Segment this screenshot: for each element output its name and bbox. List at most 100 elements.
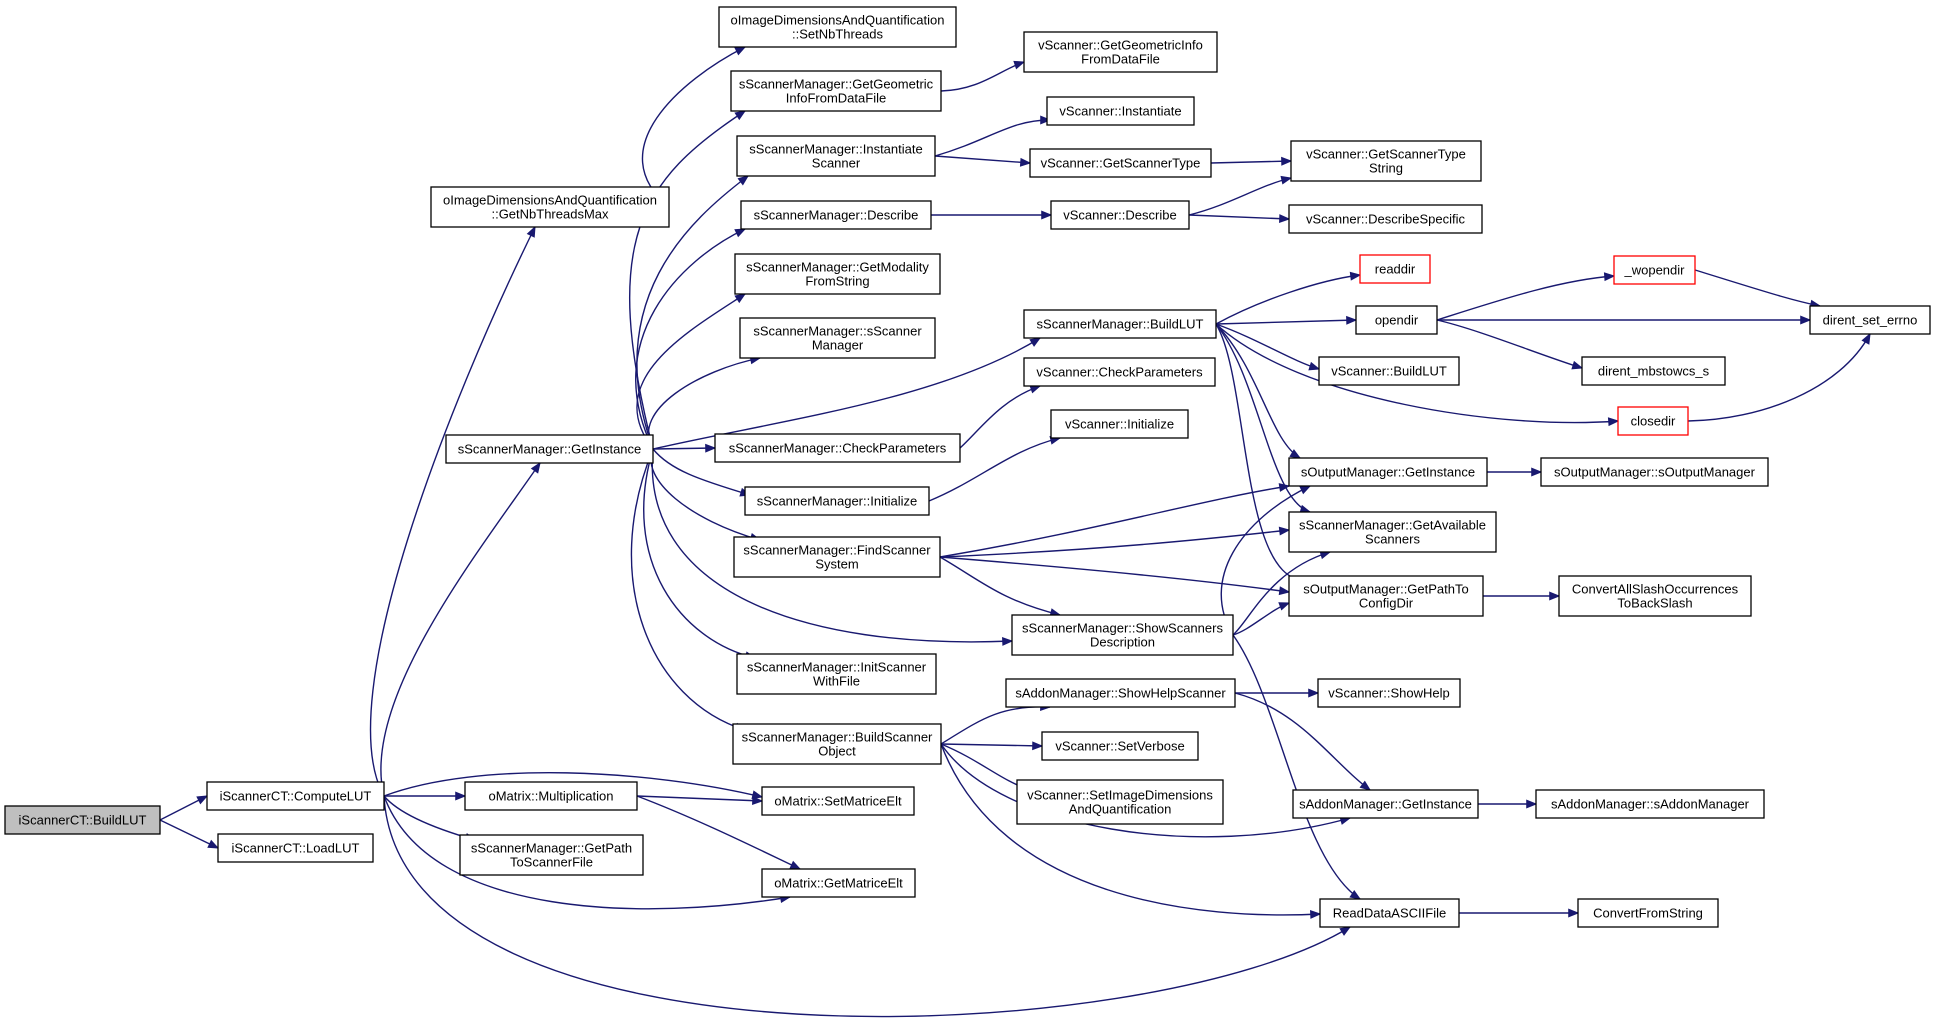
call-edge bbox=[1234, 692, 1371, 791]
call-edge bbox=[1215, 319, 1357, 325]
node-box bbox=[736, 653, 937, 695]
node-label: vScanner::GetScannerType bbox=[1041, 156, 1201, 171]
node-closedir[interactable]: closedir bbox=[1617, 406, 1689, 436]
node-wopendir[interactable]: _wopendir bbox=[1613, 255, 1696, 285]
node-sm-buildlut[interactable]: sScannerManager::BuildLUT bbox=[1023, 309, 1217, 339]
node-vs-buildlut[interactable]: vScanner::BuildLUT bbox=[1318, 356, 1460, 386]
arrowhead bbox=[1349, 889, 1362, 900]
arrowhead bbox=[1289, 449, 1302, 459]
node-sm-ctor[interactable]: sScannerManager::sScannerManager bbox=[739, 317, 936, 359]
node-label: Manager bbox=[812, 338, 864, 353]
node-sm-initialize[interactable]: sScannerManager::Initialize bbox=[744, 486, 930, 516]
call-edge bbox=[1694, 269, 1821, 307]
arrowhead bbox=[789, 860, 802, 870]
node-box bbox=[1288, 204, 1483, 234]
node-box bbox=[1288, 457, 1488, 487]
node-vs-initialize[interactable]: vScanner::Initialize bbox=[1050, 409, 1189, 439]
arrowhead bbox=[1278, 526, 1291, 536]
node-box bbox=[1355, 305, 1438, 335]
node-om-getinstance[interactable]: sOutputManager::GetInstance bbox=[1288, 457, 1488, 487]
node-vs-setverbose[interactable]: vScanner::SetVerbose bbox=[1041, 731, 1199, 761]
node-buildlut-ct[interactable]: iScannerCT::BuildLUT bbox=[4, 805, 161, 835]
node-om-set[interactable]: oMatrix::SetMatriceElt bbox=[761, 786, 915, 816]
node-am-ctor[interactable]: sAddonManager::sAddonManager bbox=[1535, 789, 1765, 819]
node-label: Description bbox=[1090, 635, 1155, 650]
node-label: sOutputManager::GetPathTo bbox=[1303, 582, 1468, 597]
node-box bbox=[1617, 406, 1689, 436]
node-loadlut[interactable]: iScannerCT::LoadLUT bbox=[217, 833, 374, 863]
node-am-showhelp[interactable]: sAddonManager::ShowHelpScanner bbox=[1005, 678, 1236, 708]
node-om-mult[interactable]: oMatrix::Multiplication bbox=[464, 781, 638, 811]
call-edge bbox=[940, 743, 1351, 838]
node-label: sAddonManager::sAddonManager bbox=[1551, 797, 1750, 812]
node-box bbox=[430, 186, 670, 228]
node-computelut[interactable]: iScannerCT::ComputeLUT bbox=[206, 781, 385, 811]
node-om-ctor[interactable]: sOutputManager::sOutputManager bbox=[1540, 457, 1769, 487]
call-edge bbox=[940, 706, 1051, 745]
node-label: ReadDataASCIIFile bbox=[1333, 906, 1446, 921]
node-label: sScannerManager::Describe bbox=[754, 208, 919, 223]
node-dirent-errno[interactable]: dirent_set_errno bbox=[1809, 305, 1931, 335]
node-setnbthreads[interactable]: oImageDimensionsAndQuantification::SetNb… bbox=[718, 6, 957, 48]
node-sm-describe[interactable]: sScannerManager::Describe bbox=[740, 200, 932, 230]
node-box bbox=[459, 834, 644, 876]
node-sm-checkparams[interactable]: sScannerManager::CheckParameters bbox=[714, 433, 961, 463]
arrowhead bbox=[1279, 214, 1291, 224]
node-label: AndQuantification bbox=[1069, 802, 1172, 817]
node-box bbox=[217, 833, 374, 863]
node-vs-descspecific[interactable]: vScanner::DescribeSpecific bbox=[1288, 204, 1483, 234]
arrowhead bbox=[734, 46, 747, 56]
node-vs-setimgdims[interactable]: vScanner::SetImageDimensionsAndQuantific… bbox=[1016, 779, 1224, 825]
node-dirent-mbs[interactable]: dirent_mbstowcs_s bbox=[1581, 356, 1726, 386]
call-edges bbox=[159, 46, 1871, 1018]
call-edge bbox=[939, 529, 1290, 558]
node-vs-showhelp[interactable]: vScanner::ShowHelp bbox=[1317, 678, 1461, 708]
node-vs-instantiate[interactable]: vScanner::Instantiate bbox=[1046, 96, 1195, 126]
call-edge bbox=[939, 556, 1061, 616]
node-getnbthreadsmax[interactable]: oImageDimensionsAndQuantification::GetNb… bbox=[430, 186, 670, 228]
node-label: dirent_set_errno bbox=[1823, 313, 1918, 328]
call-edge bbox=[959, 385, 1041, 449]
node-om-get[interactable]: oMatrix::GetMatriceElt bbox=[761, 868, 916, 898]
node-am-getinstance[interactable]: sAddonManager::GetInstance bbox=[1292, 789, 1479, 819]
node-box bbox=[1292, 789, 1479, 819]
node-vs-describe[interactable]: vScanner::Describe bbox=[1050, 200, 1190, 230]
call-edge bbox=[1215, 323, 1311, 513]
node-label: sAddonManager::ShowHelpScanner bbox=[1015, 686, 1226, 701]
node-box bbox=[1577, 898, 1719, 928]
node-box bbox=[736, 135, 936, 177]
node-box bbox=[1317, 678, 1461, 708]
node-sm-getgeom[interactable]: sScannerManager::GetGeometricInfoFromDat… bbox=[730, 70, 942, 112]
node-box bbox=[1581, 356, 1726, 386]
call-edge bbox=[939, 556, 1290, 593]
node-label: oImageDimensionsAndQuantification bbox=[443, 193, 657, 208]
node-label: FromDataFile bbox=[1081, 52, 1160, 67]
node-label: ConvertAllSlashOccurrences bbox=[1572, 582, 1739, 597]
node-convfromstr[interactable]: ConvertFromString bbox=[1577, 898, 1719, 928]
node-readascii[interactable]: ReadDataASCIIFile bbox=[1319, 898, 1460, 928]
node-label: vScanner::BuildLUT bbox=[1331, 364, 1447, 379]
node-box bbox=[1809, 305, 1931, 335]
node-label: closedir bbox=[1631, 414, 1676, 429]
node-vs-gettype[interactable]: vScanner::GetScannerType bbox=[1029, 148, 1212, 178]
node-box bbox=[1050, 409, 1189, 439]
node-vs-checkparams[interactable]: vScanner::CheckParameters bbox=[1023, 357, 1216, 387]
node-sm-getinstance[interactable]: sScannerManager::GetInstance bbox=[445, 434, 654, 464]
node-box bbox=[1023, 309, 1217, 339]
node-opendir[interactable]: opendir bbox=[1355, 305, 1438, 335]
node-readdir[interactable]: readdir bbox=[1359, 254, 1431, 284]
node-label: sScannerManager::ShowScanners bbox=[1022, 621, 1223, 636]
node-box bbox=[1288, 575, 1484, 617]
